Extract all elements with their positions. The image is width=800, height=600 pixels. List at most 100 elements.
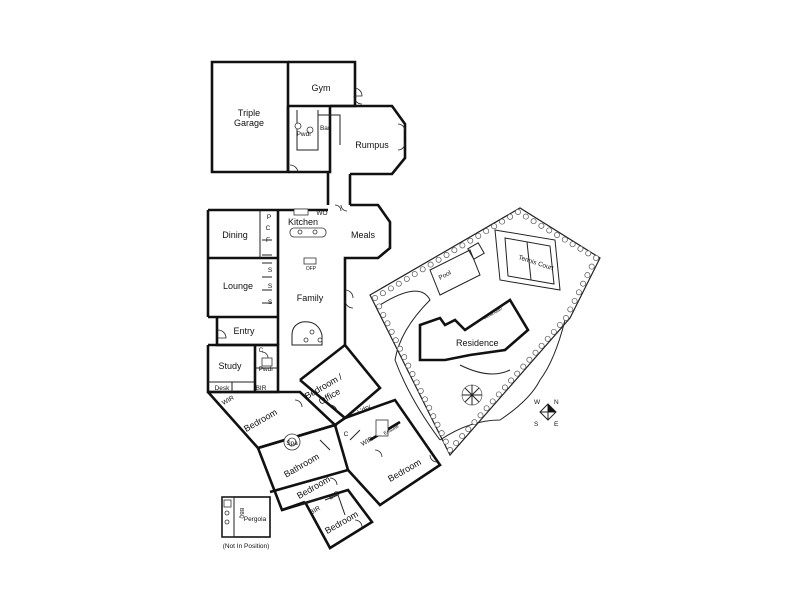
tree-icon [435,256,442,263]
room-bir-a: BIR [309,505,322,517]
tree-icon [507,213,514,220]
tree-icon [575,289,582,296]
tree-icon [556,321,563,328]
fixture-pantry: P [267,214,271,221]
room-bir-b: BIR [328,490,341,502]
tree-icon [380,311,387,318]
tree-icon [577,245,584,252]
tree-icon [514,370,521,377]
compass-s: S [534,421,539,428]
room-bedroom-left: Bedroom [242,407,279,434]
tree-icon [526,356,533,363]
tree-icon [442,438,449,445]
tree-icon [508,377,515,384]
tree-icon [483,405,490,412]
room-lounge: Lounge [223,281,253,291]
tree-icon [411,271,418,278]
tree-icon [426,404,433,411]
site-residence: Residence [456,338,499,348]
tree-icon [593,255,599,261]
pergola-label: Pergola [244,516,267,523]
fixtures [261,122,389,451]
tree-icon [459,433,466,440]
tree-icon [491,223,498,230]
tree-icon [499,218,506,225]
fixture-fridge: F [266,237,270,244]
doors [217,87,438,528]
compass: N W S E [534,399,559,428]
room-gym: Gym [312,83,331,93]
room-study: Study [218,361,242,371]
tree-icon [413,379,420,386]
fixture-wall-oven: WO [316,210,327,217]
tree-icon [495,391,502,398]
fixture-shelf-3: S [268,299,273,306]
fixture-labels: P WO C F OFP S S S C C [259,210,349,438]
site-tennis-court: Tennis Court [517,254,554,272]
fixture-cupboard-kitchen: C [266,225,271,232]
tree-icon [477,412,484,419]
room-wir-left: WIR [221,394,236,407]
compass-e: E [554,421,559,428]
room-bir-study: BIR [256,385,267,392]
room-desk: Desk [215,385,231,392]
pergola-bbq: BBQ [238,508,244,519]
tree-icon [388,328,395,335]
tree-icon [434,421,441,428]
tree-icon [451,247,458,254]
fixture-shelf-2: S [268,283,273,290]
interior-lines [208,110,361,516]
room-spa: Spa [286,440,298,447]
tree-icon [453,440,460,447]
tree-icon [422,396,428,403]
tree-icon [419,266,426,273]
pergola-note: (Not In Position) [223,543,270,550]
room-kitchen: Kitchen [288,217,318,227]
tree-icon [489,398,496,405]
tree-icon [430,413,437,420]
tree-icon [585,250,592,257]
room-bathroom: Bathroom [282,451,321,479]
fixture-cupboard-study: C [259,347,264,354]
tree-icon [580,280,587,287]
tree-icon [438,430,445,437]
tree-icon [403,275,410,282]
compass-w: W [534,399,541,406]
room-labels: Triple Garage Gym Pwdr Bar Rumpus Dining… [215,83,423,536]
room-meals: Meals [351,230,376,240]
tree-icon [538,342,545,349]
tree-icon [447,447,453,453]
fixture-ofp: OFP [306,266,317,272]
tree-icon [465,426,472,433]
tree-icon [546,227,553,234]
fixture-cupboard-ldry: C [344,431,349,438]
tree-icon [443,252,450,258]
pool-outline [429,249,481,296]
tree-icon [550,328,557,335]
tree-icon [392,337,399,344]
tree-icon [397,345,403,352]
tree-icon [532,349,539,356]
room-triple-garage-line1: Triple [238,108,260,118]
room-pwdr-lower: Pwdr [259,366,275,373]
room-dining: Dining [222,230,248,240]
tree-icon [554,232,560,238]
tree-icon [372,295,378,301]
tree-icon [417,387,424,394]
tree-icon [561,236,568,243]
tree-icon [584,272,591,279]
room-bar: Bar [320,125,331,132]
fixture-shelf-1: S [268,267,273,274]
compass-n: N [554,399,559,406]
tree-icon [501,384,508,391]
tree-icon [387,285,394,292]
tree-icon [538,222,545,229]
tree-icon [376,303,383,310]
tree-icon [515,209,521,215]
tree-icon [522,213,529,220]
tennis-court-outline [494,229,561,291]
room-triple-garage-line2: Garage [234,118,264,128]
room-family: Family [297,293,324,303]
tree-icon [530,218,537,225]
room-rumpus: Rumpus [355,140,389,150]
